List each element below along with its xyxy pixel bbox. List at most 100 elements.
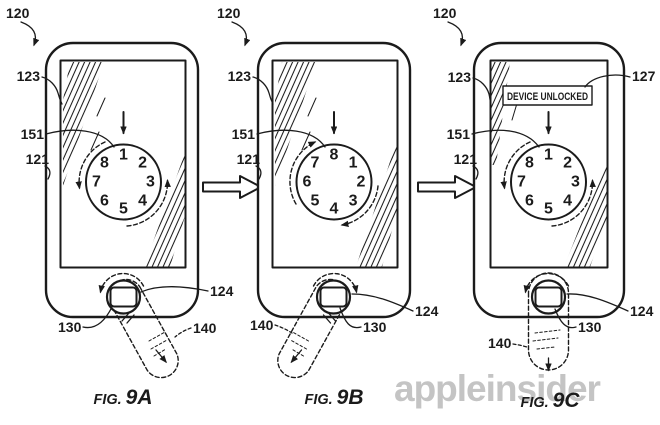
device-unlocked-text: DEVICE UNLOCKED: [507, 91, 588, 103]
touchscreen: [489, 59, 609, 269]
figure-9a: 1 2 3 4 5 6 7 8 120 123 151 121 124 130 …: [6, 5, 234, 409]
dial-number: 5: [310, 193, 319, 210]
combination-dial: [295, 143, 373, 221]
screen-glare-hatch-bottom-right: [356, 140, 397, 267]
finger-outline: [277, 278, 348, 379]
ref-label-140: 140: [193, 320, 217, 336]
dial-number: 6: [525, 193, 534, 210]
ref-label-130: 130: [363, 319, 387, 335]
dial-number: 5: [119, 201, 128, 218]
ref-label-121: 121: [237, 151, 261, 167]
ref-label-121: 121: [26, 151, 50, 167]
figure-caption: FIG.9C: [520, 389, 580, 412]
ref-label-130: 130: [58, 319, 82, 335]
figure-9b: 8 1 2 3 4 5 6 7 120 123 151 121 124 130 …: [217, 5, 439, 409]
leader-124: [566, 293, 629, 312]
ref-label-121: 121: [454, 151, 478, 167]
dial-number: 2: [563, 154, 572, 171]
dial-number: 4: [330, 201, 339, 218]
dial-rotation-arc-right: [340, 185, 379, 227]
dial-number: 6: [303, 174, 312, 191]
dial-number: 6: [100, 193, 109, 210]
leader-121: [44, 165, 51, 180]
ref-label-123: 123: [17, 68, 41, 84]
ref-label-120: 120: [433, 5, 457, 21]
dial-number: 2: [138, 154, 147, 171]
home-button-rotation-arc: [312, 272, 359, 294]
dial-number: 8: [100, 154, 109, 171]
dial-number: 4: [138, 193, 147, 210]
home-button-square-icon: [534, 286, 563, 308]
leader-120: [231, 21, 251, 47]
leader-121: [255, 165, 262, 180]
figure-caption: FIG.9A: [93, 386, 152, 409]
home-button: [105, 279, 142, 315]
dial-number: 1: [349, 154, 358, 171]
ref-label-151: 151: [232, 126, 256, 142]
dial-number: 7: [92, 174, 101, 191]
dial-number: 5: [544, 201, 553, 218]
ref-label-151: 151: [21, 126, 45, 142]
dial-number: 4: [563, 193, 572, 210]
home-button: [315, 279, 352, 315]
dial-number: 8: [525, 154, 534, 171]
dial-number: 3: [571, 174, 580, 191]
leader-151: [45, 129, 115, 148]
finger-break-mark: [322, 312, 337, 324]
leader-130: [82, 306, 113, 329]
ref-label-123: 123: [448, 69, 472, 85]
dial-rotation-arc-left: [75, 141, 106, 190]
finger-outline: [108, 278, 179, 379]
dial-number: 3: [349, 193, 358, 210]
leader-120: [20, 21, 40, 47]
combination-dial: [510, 143, 587, 221]
dial-number: 3: [146, 174, 155, 191]
ref-label-127: 127: [632, 68, 656, 84]
screen-glare-hatch-bottom-right: [564, 158, 607, 267]
combination-dial: [85, 143, 162, 221]
leader-127: [584, 74, 631, 88]
dial-number: 7: [517, 174, 526, 191]
ref-label-123: 123: [228, 68, 252, 84]
ref-label-120: 120: [217, 5, 241, 21]
leader-151: [471, 129, 540, 148]
screen-glare-hatch-bottom-right: [144, 153, 185, 267]
dial-number: 8: [330, 147, 339, 164]
touchscreen: [59, 59, 187, 269]
sequence-arrow-icon: [202, 175, 262, 199]
ref-label-120: 120: [6, 5, 30, 21]
figure-caption: FIG.9B: [304, 386, 363, 409]
leader-123: [252, 76, 274, 105]
home-button-rotation-arc: [523, 272, 570, 294]
dial-rotation-arc-left: [289, 141, 317, 205]
screen-glare-hatch-top-left: [63, 62, 104, 186]
leader-123: [472, 77, 492, 106]
home-button: [530, 279, 567, 315]
leader-123: [41, 76, 63, 105]
fingerprint-marks: [148, 331, 168, 357]
leader-140: [512, 343, 528, 348]
leader-130: [554, 308, 577, 329]
leader-151: [256, 129, 326, 148]
ref-label-124: 124: [210, 283, 234, 299]
dial-rotation-arc-left: [500, 141, 531, 190]
ref-label-124: 124: [415, 303, 439, 319]
leader-130: [339, 307, 362, 329]
dial-number: 2: [357, 174, 366, 191]
leader-140: [174, 327, 192, 338]
finger-break-mark: [121, 312, 135, 324]
fingerprint-marks: [532, 329, 561, 350]
screen-glare-hatch-top-left: [275, 62, 316, 186]
leader-120: [447, 21, 467, 47]
dial-number: 1: [119, 147, 128, 164]
figure-9c: DEVICE UNLOCKED 1 2 3 4 5 6 7 8 120 123 …: [433, 5, 656, 412]
dial-rotation-arc-right: [126, 179, 171, 227]
ref-label-140: 140: [250, 317, 274, 333]
leader-124: [140, 285, 209, 293]
dial-rotation-arc-right: [551, 179, 596, 227]
touchscreen: [271, 59, 399, 269]
finger-motion-arrow: [155, 349, 167, 364]
home-button-rotation-arc: [98, 272, 145, 294]
